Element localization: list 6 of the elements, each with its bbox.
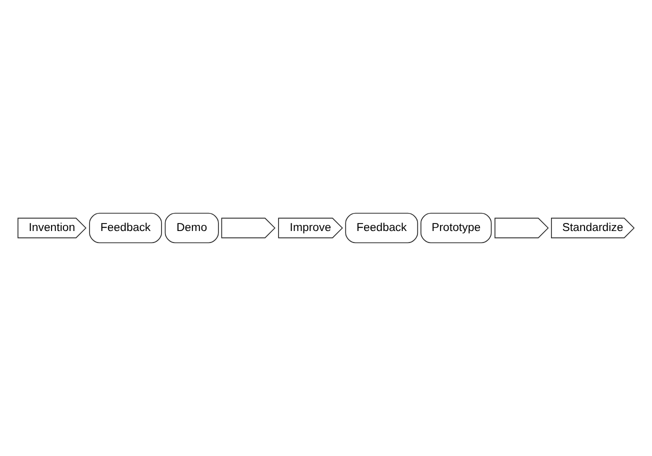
node-arrow xyxy=(221,218,276,238)
node-box: Feedback xyxy=(89,212,162,244)
node-box: Demo xyxy=(164,212,219,244)
node-box: Prototype xyxy=(420,212,492,244)
node-box: Feedback xyxy=(345,212,418,244)
node-arrow xyxy=(494,218,549,238)
